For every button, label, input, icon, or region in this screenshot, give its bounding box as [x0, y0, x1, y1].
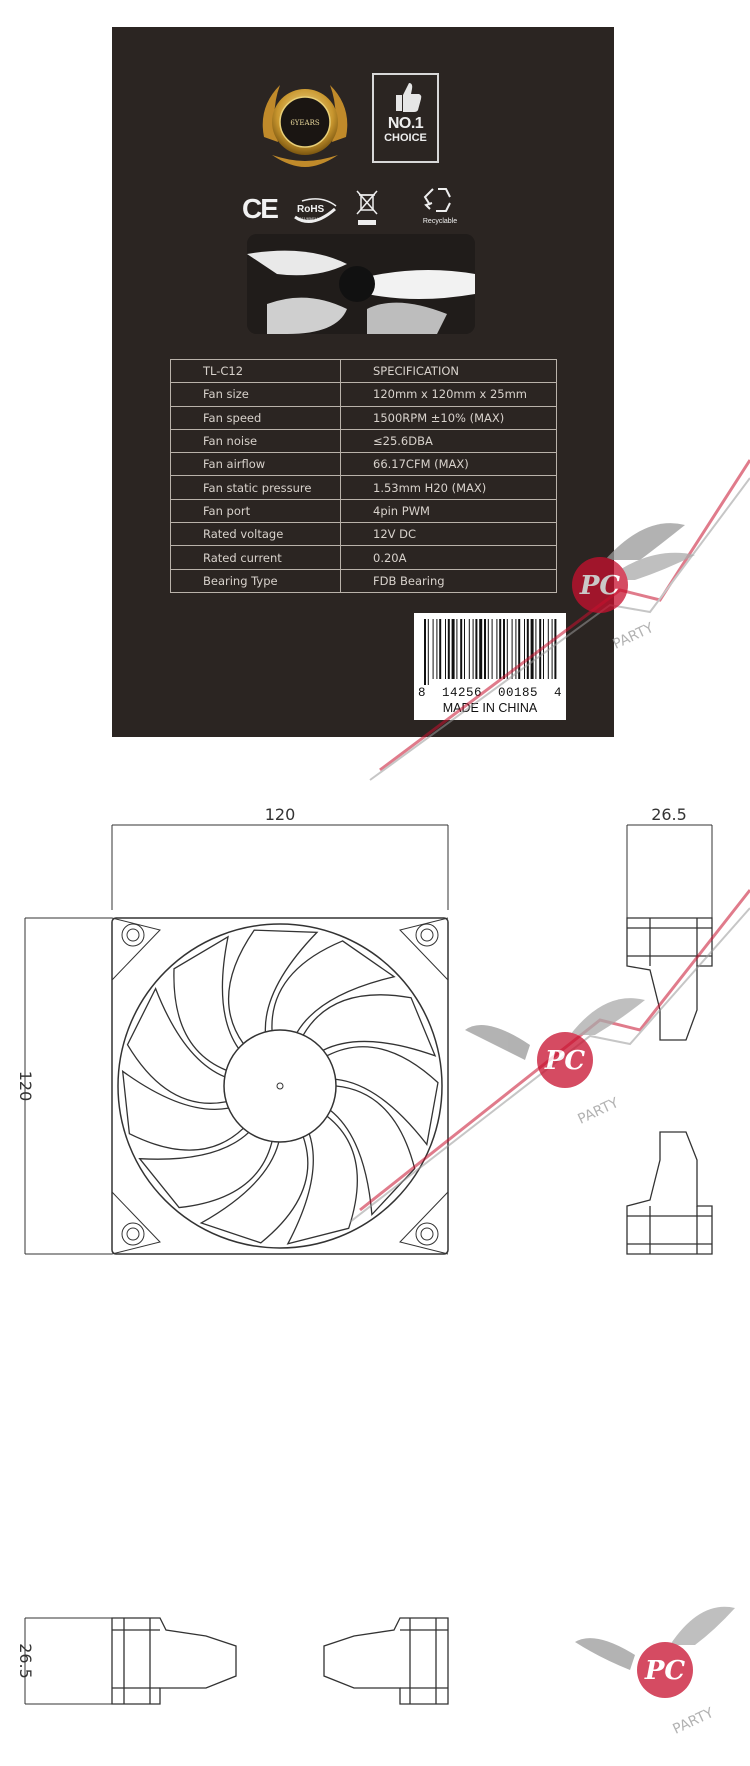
spec-label: Fan speed: [170, 405, 341, 430]
rohs-sub-label: 2011/65/EU: [297, 216, 318, 221]
spec-value: 12V DC: [340, 522, 557, 547]
seal-text: 6YEARS: [290, 119, 320, 127]
table-row: Fan noise≤25.6DBA: [170, 428, 557, 454]
fan-blade: [330, 1085, 416, 1217]
spec-label: Fan static pressure: [170, 475, 341, 500]
model-header: TL-C12: [170, 358, 341, 384]
bottom-depth-dimension: 26.5: [16, 1643, 35, 1679]
recyclable-icon: Recyclable: [416, 185, 464, 231]
barcode-label: 8 14256 00185 4 MADE IN CHINA: [414, 613, 566, 720]
recyclable-label: Recyclable: [422, 218, 458, 225]
spec-value: ≤25.6DBA: [340, 428, 557, 454]
thumbs-up-icon: [396, 83, 422, 112]
weee-bin-icon: [356, 190, 378, 225]
spec-label: Fan size: [170, 382, 341, 407]
spec-label: Fan airflow: [170, 452, 341, 477]
choice-label: CHOICE: [384, 132, 427, 144]
fan-shroud-circle: [117, 923, 443, 1249]
fan-blade: [199, 1136, 309, 1244]
front-height-dimension: 120: [16, 1071, 35, 1102]
gold-seal-icon: 6YEARS: [262, 85, 348, 167]
fan-blade: [271, 940, 396, 1033]
fan-blade: [121, 1069, 244, 1151]
specification-header: SPECIFICATION: [340, 358, 557, 384]
spec-value: 66.17CFM (MAX): [340, 452, 557, 477]
spec-value: 120mm x 120mm x 25mm: [340, 382, 557, 407]
product-box-back: 6YEARS NO.1 CHOICE CE RoHS 2011/65/EU: [112, 27, 614, 737]
spec-header-row: TL-C12 SPECIFICATION: [170, 358, 557, 384]
spec-value: FDB Bearing: [340, 568, 557, 593]
barcode-digits: 8 14256 00185 4: [417, 686, 563, 700]
watermark-text: PARTY: [610, 620, 656, 653]
ce-mark-icon: CE: [242, 193, 279, 224]
fan-bottom-view: [111, 1617, 449, 1705]
fan-blade: [286, 1115, 358, 1245]
fan-side-view: [626, 917, 713, 1255]
spec-label: Fan noise: [170, 428, 341, 454]
spec-label: Rated voltage: [170, 522, 341, 547]
fan-blade: [227, 929, 319, 1045]
spec-label: Bearing Type: [170, 568, 341, 593]
rohs-icon: RoHS 2011/65/EU: [292, 197, 338, 227]
barcode-icon: [424, 619, 557, 685]
fan-blade: [326, 1046, 439, 1146]
front-width-dimension: 120: [265, 805, 296, 824]
made-in-label: MADE IN CHINA: [442, 701, 538, 715]
fan-preview-window: [247, 234, 475, 334]
spec-label: Fan port: [170, 498, 341, 524]
rohs-label: RoHS: [297, 204, 325, 215]
fan-hub-circle: [223, 1029, 337, 1143]
no1-choice-badge: NO.1 CHOICE: [372, 73, 439, 163]
side-depth-dimension: 26.5: [651, 805, 687, 824]
fan-blade: [126, 986, 227, 1104]
spec-value: 4pin PWM: [340, 498, 557, 524]
fan-blade: [173, 935, 240, 1071]
fan-blade-photo-icon: [247, 234, 475, 334]
technical-drawing: 120 120 26.5 26.5: [16, 805, 713, 1705]
spec-value: 0.20A: [340, 545, 557, 570]
fan-blade: [138, 1131, 273, 1209]
spec-value: 1.53mm H20 (MAX): [340, 475, 557, 500]
no1-label: NO.1: [387, 115, 424, 132]
spec-label: Rated current: [170, 545, 341, 570]
spec-value: 1500RPM ±10% (MAX): [340, 405, 557, 430]
fan-hub-center: [276, 1082, 284, 1090]
